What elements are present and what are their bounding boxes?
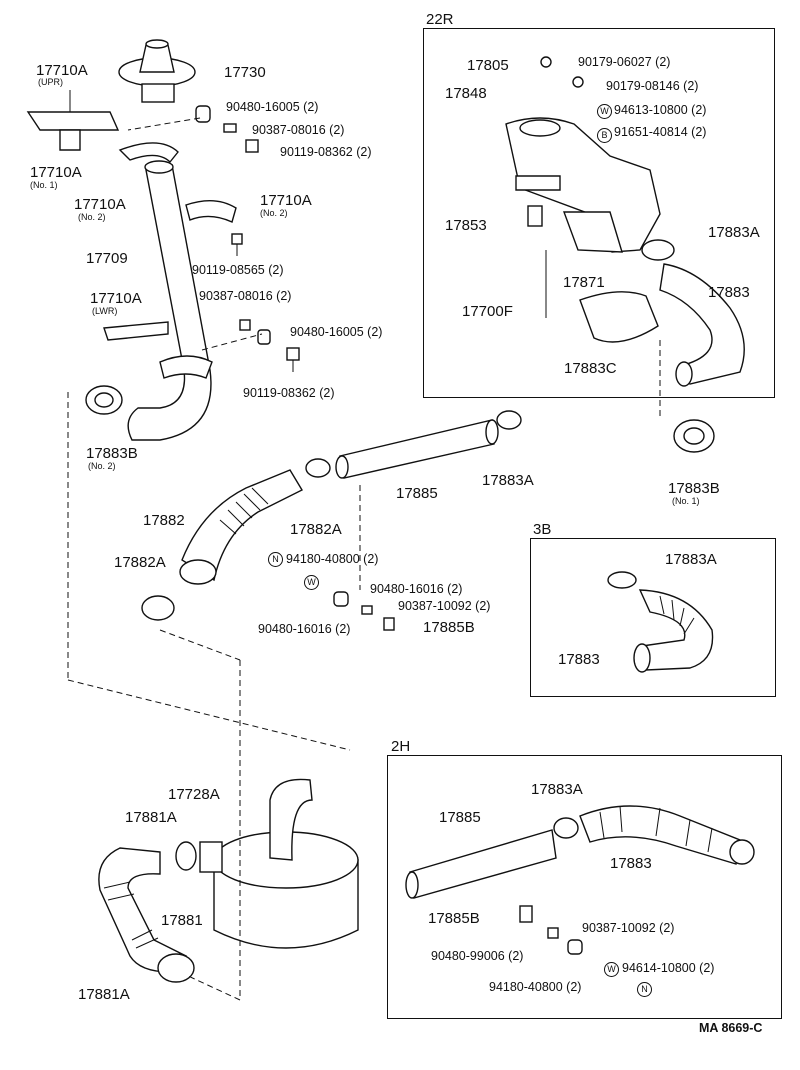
label-17882a-left: 17882A [114,554,166,571]
label-17881: 17881 [161,912,203,929]
label-17853: 17853 [445,217,487,234]
note-17710a-no2-right: (No. 2) [260,208,288,218]
note-17710a-no2-left: (No. 2) [78,212,106,222]
label-90480-16005-mid: 90480-16005 (2) [290,325,383,339]
section-title-22r: 22R [426,11,454,28]
label-90480-16016-b: 90480-16016 (2) [258,622,351,636]
symbol-n-94180-2h: N [637,982,652,997]
note-17883b-no2: (No. 2) [88,461,116,471]
label-17728a: 17728A [168,786,220,803]
label-17883b-no2: 17883B [86,445,138,462]
label-94180-40800: 94180-40800 (2) [286,552,379,566]
label-90119-08362-top: 90119-08362 (2) [280,145,372,159]
label-17710a-upr: 17710A [36,62,88,79]
note-17710a-no1: (No. 1) [30,180,58,190]
hose-17882-drawing [179,469,303,585]
label-17700f: 17700F [462,303,513,320]
label-17883a-mid: 17883A [482,472,534,489]
label-90480-16016-a: 90480-16016 (2) [370,582,463,596]
air-cleaner-drawing [199,778,359,949]
note-17883b-no1: (No. 1) [672,496,700,506]
label-17885: 17885 [396,485,438,502]
note-17710a-upr: (UPR) [38,77,63,87]
label-94614-10800: 94614-10800 (2) [622,961,715,975]
label-90179-08146: 90179-08146 (2) [606,79,699,93]
symbol-n-94180: N [268,552,283,567]
footer-code: MA 8669-C [699,1021,763,1035]
label-17730: 17730 [224,64,266,81]
label-90387-08016-top: 90387-08016 (2) [252,123,345,137]
label-90480-99006: 90480-99006 (2) [431,949,524,963]
label-17710a-no1: 17710A [30,164,82,181]
label-17883c: 17883C [564,360,617,377]
label-17883a-3b: 17883A [665,551,717,568]
valve-17730-drawing [118,39,196,103]
label-17883b-no1: 17883B [668,480,720,497]
label-17882a-right: 17882A [290,521,342,538]
label-17710a-no2-left: 17710A [74,196,126,213]
label-90387-08016-mid: 90387-08016 (2) [199,289,292,303]
clamp-17882a-left-drawing [141,595,175,621]
note-17710a-lwr: (LWR) [92,306,118,316]
label-17883-2h: 17883 [610,855,652,872]
pipe-17885-drawing [335,419,499,479]
label-17710a-lwr: 17710A [90,290,142,307]
label-17883-22r: 17883 [708,284,750,301]
label-90387-10092-2h: 90387-10092 (2) [582,921,675,935]
label-90179-06027: 90179-06027 (2) [578,55,671,69]
label-17710a-no2-right: 17710A [260,192,312,209]
label-17885-2h: 17885 [439,809,481,826]
label-17885b: 17885B [423,619,475,636]
symbol-b-91651: B [597,128,612,143]
clamp-17883a-mid-drawing [496,410,522,430]
clamp-17882a-right-drawing [305,458,331,478]
label-17871: 17871 [563,274,605,291]
hardware-left-drawing [103,105,300,372]
label-94613-10800: 94613-10800 (2) [614,103,707,117]
label-17881a-top: 17881A [125,809,177,826]
bracket-upr-drawing [26,90,120,151]
label-90119-08565: 90119-08565 (2) [192,263,284,277]
label-17709: 17709 [86,250,128,267]
symbol-w-94614: W [604,962,619,977]
label-17882: 17882 [143,512,185,529]
hose-17881-drawing [98,841,197,983]
3b-box-drawing [607,571,714,673]
section-title-3b: 3B [533,521,552,538]
label-91651-40814: 91651-40814 (2) [614,125,707,139]
section-box-22r [423,28,775,398]
section-box-3b [530,538,776,697]
label-90119-08362-mid: 90119-08362 (2) [243,386,335,400]
label-90480-16005-top: 90480-16005 (2) [226,100,319,114]
label-17885b-2h: 17885B [428,910,480,927]
label-17848: 17848 [445,85,487,102]
label-94180-40800-2h: 94180-40800 (2) [489,980,582,994]
label-17883a-22r: 17883A [708,224,760,241]
symbol-w-90480-16016: W [304,575,319,590]
label-17881a-bottom: 17881A [78,986,130,1003]
section-title-2h: 2H [391,738,411,755]
label-17883a-2h: 17883A [531,781,583,798]
label-17883-3b: 17883 [558,651,600,668]
section-box-2h [387,755,782,1019]
2h-box-drawing [405,805,755,955]
pipe-17709-drawing [118,142,237,441]
label-17805: 17805 [467,57,509,74]
symbol-w-94613: W [597,104,612,119]
22r-box-drawing [505,56,745,387]
label-90387-10092: 90387-10092 (2) [398,599,491,613]
